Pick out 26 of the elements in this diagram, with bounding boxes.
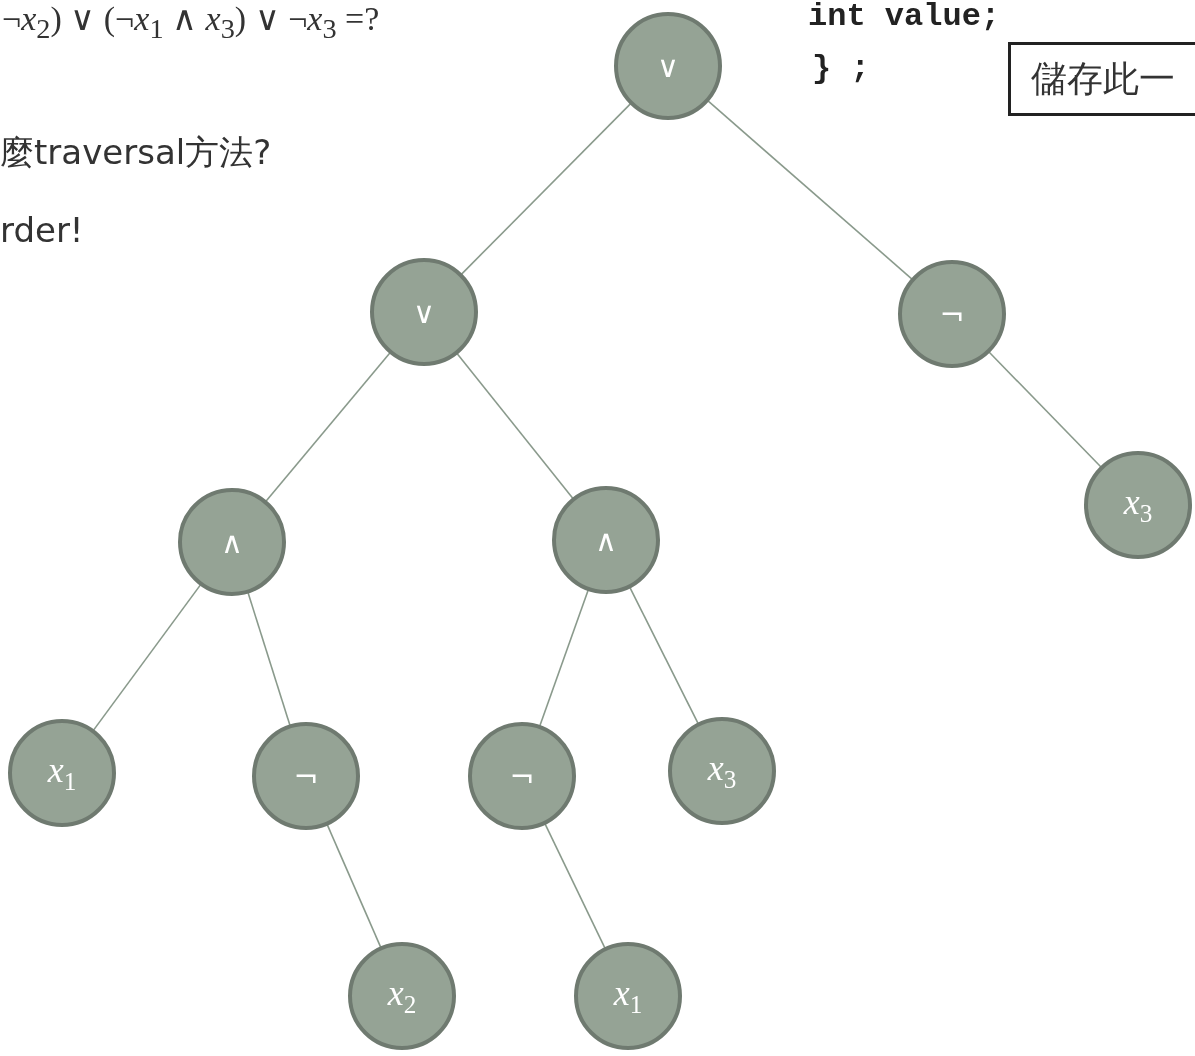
answer-text: rder! [0,210,84,250]
node-label: ∧ [221,524,243,560]
node-label: ¬ [509,758,535,794]
connector-line [987,350,1103,469]
node-label: ¬ [293,758,319,794]
node-label: x$_{3}$ [707,747,737,795]
formula-text: ¬x$_{2}$) ∨ (¬x$_{1}$ ∧ x$_{3}$) ∨ ¬x$_{3}$ =? [2,0,380,45]
connector-line [459,102,633,276]
connector-line [264,351,392,503]
node-label: x$_{3}$ [1123,481,1153,529]
code-text: int value; [808,0,1001,35]
question-text: 麼traversal方法? [0,131,272,174]
connector-line [538,588,590,728]
node-label: x$_{1}$ [47,749,77,797]
connector-line [543,822,607,950]
node-label: ¬ [939,296,965,332]
node-label: x$_{2}$ [387,972,417,1020]
node-label: ∧ [595,522,617,558]
node-label: x$_{1}$ [613,972,643,1020]
connector-line [92,583,202,732]
note-box [1008,42,1195,116]
note-text: 儲存此一 [1031,56,1175,101]
node-label: ∨ [413,294,435,330]
node-label: ∨ [657,48,679,84]
code-text: } ; [812,50,870,87]
connector-line [706,99,914,281]
